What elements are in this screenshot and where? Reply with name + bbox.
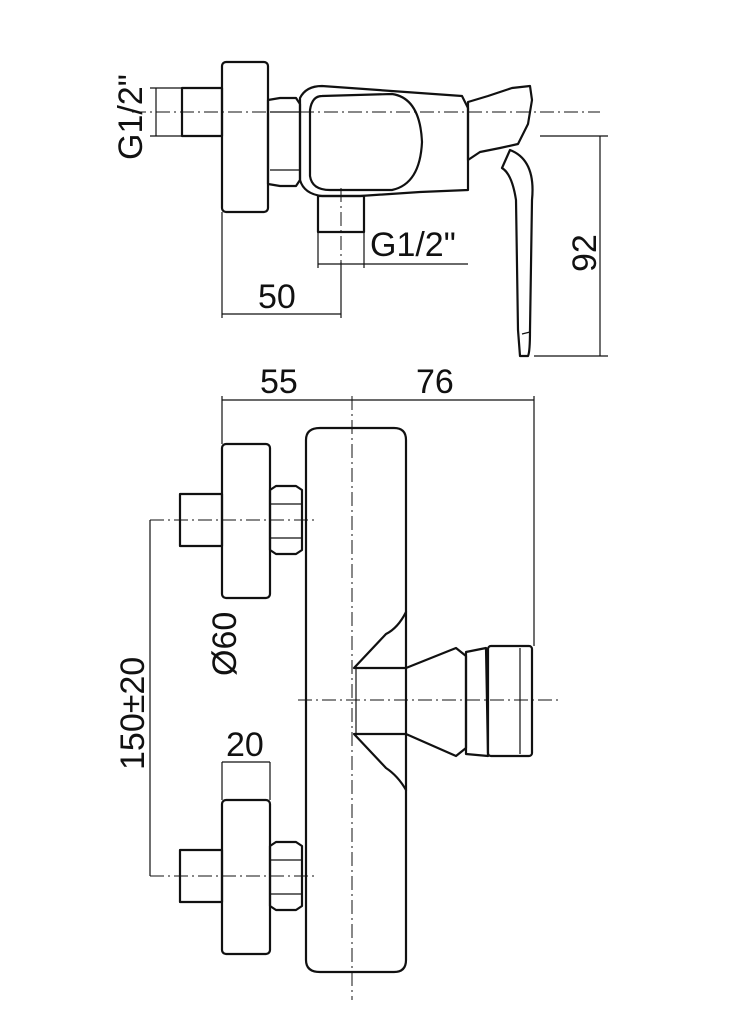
dim-92-label: 92	[566, 234, 604, 272]
side-lever-head	[466, 84, 534, 162]
front-collar	[464, 646, 490, 758]
front-lower-flange	[220, 798, 272, 956]
front-main-body	[304, 426, 408, 974]
front-knob	[486, 644, 534, 758]
dim-76-label: 76	[416, 363, 454, 401]
side-mixer-body	[298, 84, 470, 198]
side-lever-handle	[500, 148, 534, 358]
dim-20-label: 20	[226, 726, 264, 764]
side-thread-bottom-label: G1/2"	[370, 226, 456, 264]
side-body-oval	[308, 92, 424, 192]
dim-diameter-label: Ø60	[206, 612, 244, 676]
side-view: G1/2" G1/2" 50 92	[112, 60, 608, 358]
side-hex-nut	[266, 96, 302, 188]
front-upper-nut	[268, 484, 304, 556]
front-view: 55 76 150±20 Ø60 20	[114, 363, 560, 1000]
side-thread-left-label: G1/2"	[112, 74, 150, 160]
front-upper-flange	[220, 442, 272, 600]
front-lower-nut	[268, 840, 304, 912]
side-wall-flange	[220, 60, 270, 214]
dim-50-label: 50	[258, 278, 296, 316]
dim-150-label: 150±20	[114, 657, 152, 770]
dim-55-label: 55	[260, 363, 298, 401]
front-lever-transition	[352, 610, 468, 792]
